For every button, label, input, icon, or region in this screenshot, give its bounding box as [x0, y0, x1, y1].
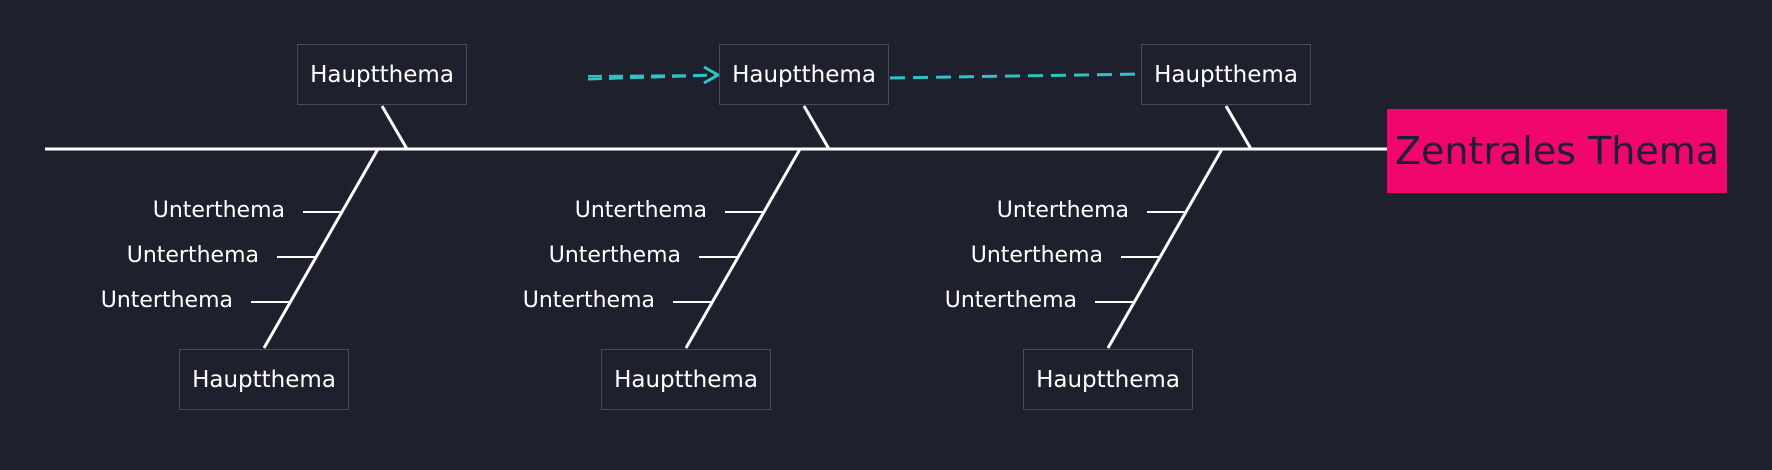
- main-topic-box-bottom-left[interactable]: Hauptthema: [179, 349, 349, 410]
- bone-bottom-right: [1106, 148, 1224, 349]
- subtopic-label[interactable]: Unterthema: [970, 243, 1103, 268]
- relationship-line-left-2: [587, 74, 717, 77]
- subtopic-label[interactable]: Unterthema: [100, 288, 233, 313]
- main-topic-box-top-mid[interactable]: Hauptthema: [719, 44, 889, 105]
- subtopic-label[interactable]: Unterthema: [152, 198, 285, 223]
- arrow-head-icon: [703, 65, 722, 85]
- subtopic-label[interactable]: Unterthema: [126, 243, 259, 268]
- subtopic-label[interactable]: Unterthema: [574, 198, 707, 223]
- bone-bottom-mid: [684, 148, 802, 349]
- subtopic-label[interactable]: Unterthema: [944, 288, 1077, 313]
- subtopic-label[interactable]: Unterthema: [548, 243, 681, 268]
- central-topic-box[interactable]: Zentrales Thema: [1387, 109, 1727, 193]
- main-topic-box-top-right[interactable]: Hauptthema: [1141, 44, 1311, 105]
- main-topic-box-bottom-mid[interactable]: Hauptthema: [601, 349, 771, 410]
- bone-top-right: [1224, 105, 1253, 150]
- main-topic-box-bottom-right[interactable]: Hauptthema: [1023, 349, 1193, 410]
- subtopic-label[interactable]: Unterthema: [996, 198, 1129, 223]
- main-topic-box-top-left[interactable]: Hauptthema: [297, 44, 467, 105]
- subtopic-label[interactable]: Unterthema: [522, 288, 655, 313]
- relationship-line-right: [889, 72, 1143, 80]
- bone-top-mid: [802, 105, 831, 150]
- bone-bottom-left: [262, 148, 380, 349]
- bone-top-left: [380, 105, 409, 150]
